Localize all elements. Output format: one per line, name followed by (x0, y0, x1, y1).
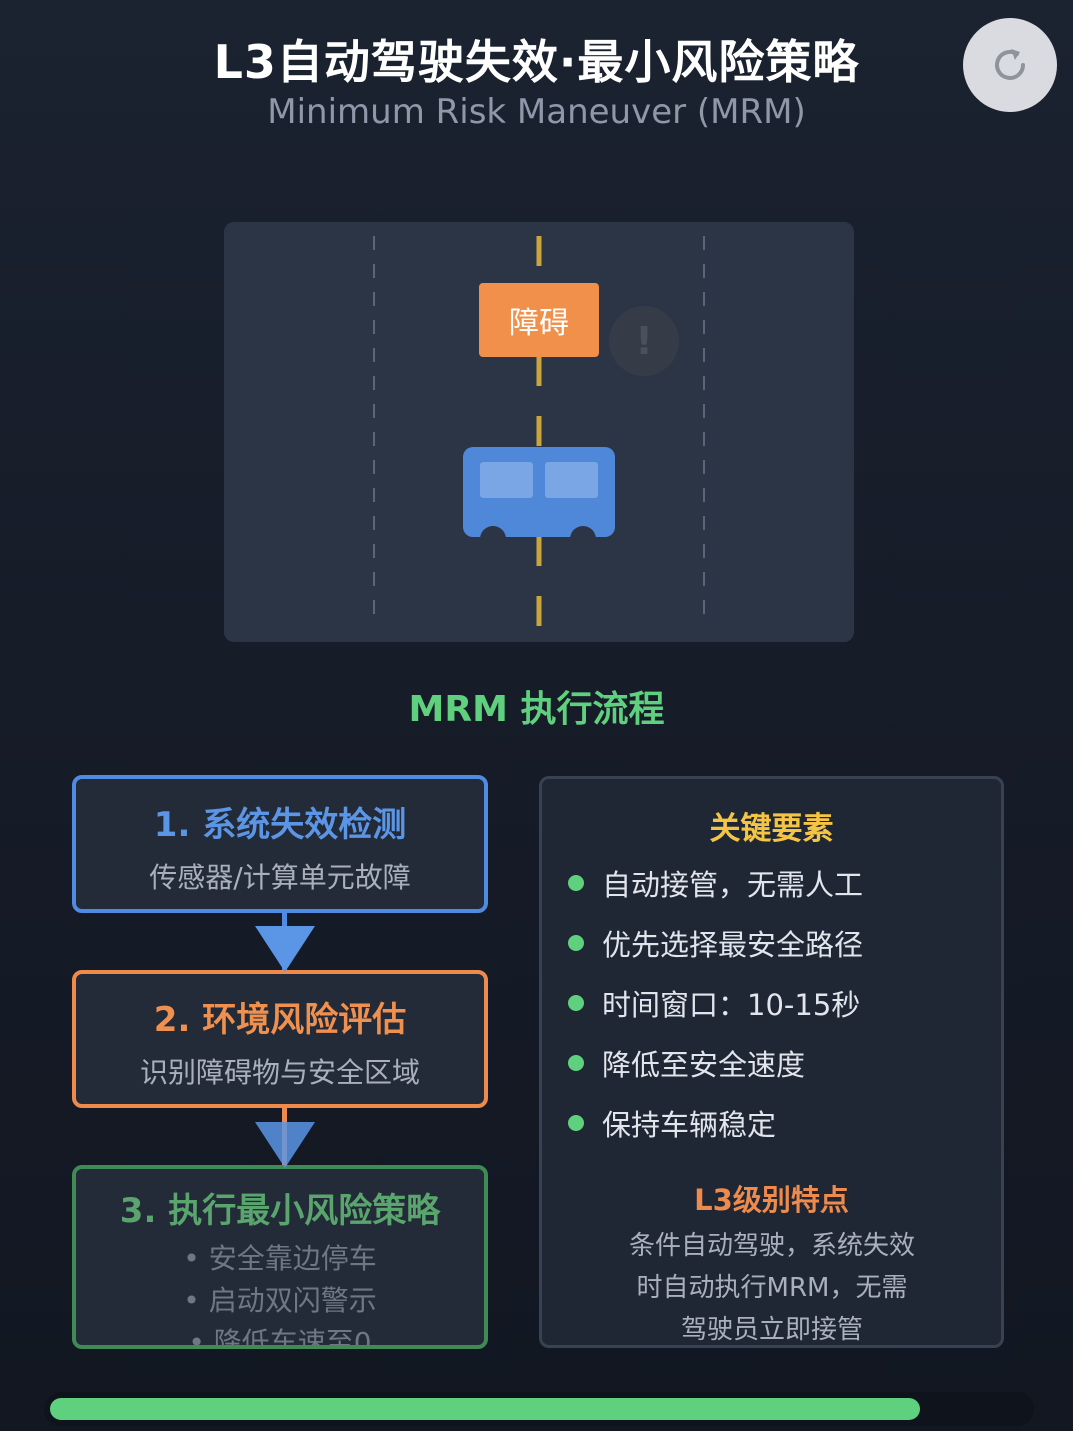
step-list: • 安全靠边停车 • 启动双闪警示 • 降低车速至0 (76, 1238, 484, 1349)
key-item: 优先选择最安全路径 (568, 923, 863, 963)
page-subtitle: Minimum Risk Maneuver (MRM) (267, 92, 806, 132)
flow-arrow-down-icon (255, 1122, 315, 1168)
bullet-dot-icon (568, 1115, 584, 1131)
bullet-dot-icon (568, 875, 584, 891)
progress-bar (44, 1392, 1034, 1426)
progress-fill (50, 1398, 920, 1420)
key-item: 自动接管，无需人工 (568, 863, 863, 903)
step-system-failure-detection: 1. 系统失效检测 传感器/计算单元故障 (72, 775, 488, 913)
step-title: 3. 执行最小风险策略 (119, 1191, 441, 1231)
refresh-button[interactable] (963, 18, 1057, 112)
page-title: L3自动驾驶失效·最小风险策略 (213, 35, 860, 89)
bullet-dot-icon (568, 935, 584, 951)
l3-features-title: L3级别特点 (694, 1183, 849, 1217)
key-item-label: 保持车辆稳定 (602, 1108, 777, 1142)
bullet-dot-icon (568, 995, 584, 1011)
step-desc: 识别障碍物与安全区域 (139, 1056, 420, 1089)
key-item-label: 时间窗口：10-15秒 (602, 988, 861, 1022)
step-list-item: • 降低车速至0 (188, 1326, 372, 1349)
bullet-dot-icon (568, 1055, 584, 1071)
obstacle-label: 障碍 (479, 283, 599, 357)
key-item-label: 优先选择最安全路径 (602, 928, 864, 962)
key-item: 降低至安全速度 (568, 1043, 805, 1083)
key-elements-title: 关键要素 (709, 811, 834, 847)
flow-title: MRM 执行流程 (408, 689, 665, 730)
l3-features-line: 时自动执行MRM，无需 (636, 1273, 908, 1303)
step-environment-risk-assessment: 2. 环境风险评估 识别障碍物与安全区域 (72, 970, 488, 1108)
step-desc: 传感器/计算单元故障 (149, 861, 411, 894)
l3-features-line: 驾驶员立即接管 (680, 1315, 863, 1345)
flow-arrow-down-icon (255, 926, 315, 972)
step-title: 1. 系统失效检测 (153, 805, 407, 845)
key-item: 保持车辆稳定 (568, 1103, 776, 1143)
step-list-item: • 安全靠边停车 (183, 1242, 377, 1275)
key-item-label: 降低至安全速度 (602, 1048, 806, 1082)
key-item: 时间窗口：10-15秒 (568, 983, 860, 1023)
bus-icon (463, 447, 615, 539)
step-list-item: • 启动双闪警示 (183, 1284, 377, 1317)
l3-features-text: 条件自动驾驶，系统失效 时自动执行MRM，无需 驾驶员立即接管 (572, 1225, 972, 1351)
key-item-label: 自动接管，无需人工 (602, 868, 864, 902)
warning-icon: ! (609, 306, 679, 376)
step-execute-mrm: 3. 执行最小风险策略 • 安全靠边停车 • 启动双闪警示 • 降低车速至0 (72, 1165, 488, 1349)
step-title: 2. 环境风险评估 (153, 1000, 407, 1040)
refresh-icon (995, 49, 1025, 80)
key-elements-panel: 关键要素 自动接管，无需人工 优先选择最安全路径 时间窗口：10-15秒 降低至… (539, 776, 1004, 1348)
l3-features-line: 条件自动驾驶，系统失效 (628, 1231, 915, 1261)
